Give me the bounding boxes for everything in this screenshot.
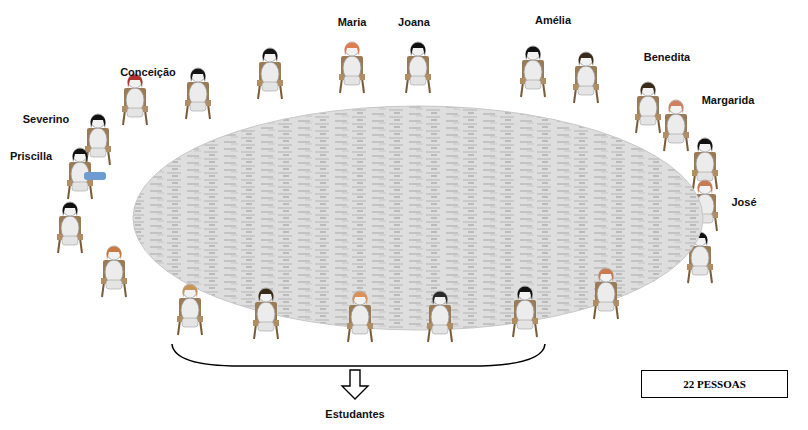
person-figure [177, 284, 203, 335]
name-label: Joana [398, 16, 430, 28]
name-label: Margarida [702, 94, 755, 106]
group-label: Estudantes [325, 408, 384, 420]
name-label: Priscilla [10, 150, 52, 162]
person-figure [339, 42, 365, 93]
jeans [84, 172, 106, 180]
person-figure [257, 48, 283, 99]
down-arrow [342, 370, 368, 399]
person-figure [520, 46, 546, 97]
front-row [177, 268, 619, 342]
name-label: Benedita [644, 51, 690, 63]
person-figure [122, 74, 148, 125]
person-figure [185, 68, 211, 119]
count-text: 22 PESSOAS [683, 378, 746, 390]
count-box: 22 PESSOAS [641, 370, 788, 398]
name-label: José [731, 196, 756, 208]
person-figure [663, 100, 689, 151]
person-figure [593, 268, 619, 319]
person-figure [101, 246, 127, 297]
person-figure [405, 42, 431, 93]
person-figure [512, 286, 538, 337]
name-label: Severino [23, 113, 69, 125]
person-figure [427, 291, 453, 342]
person-figure [85, 114, 111, 165]
person-figure [635, 82, 661, 133]
person-figure [253, 288, 279, 339]
person-figure [57, 202, 83, 253]
name-label: Maria [338, 16, 367, 28]
table [133, 106, 703, 330]
person-figure [573, 52, 599, 103]
bracket [172, 344, 545, 366]
name-label: Amélia [535, 14, 571, 26]
name-label: Conceição [120, 66, 176, 78]
person-figure [347, 291, 373, 342]
